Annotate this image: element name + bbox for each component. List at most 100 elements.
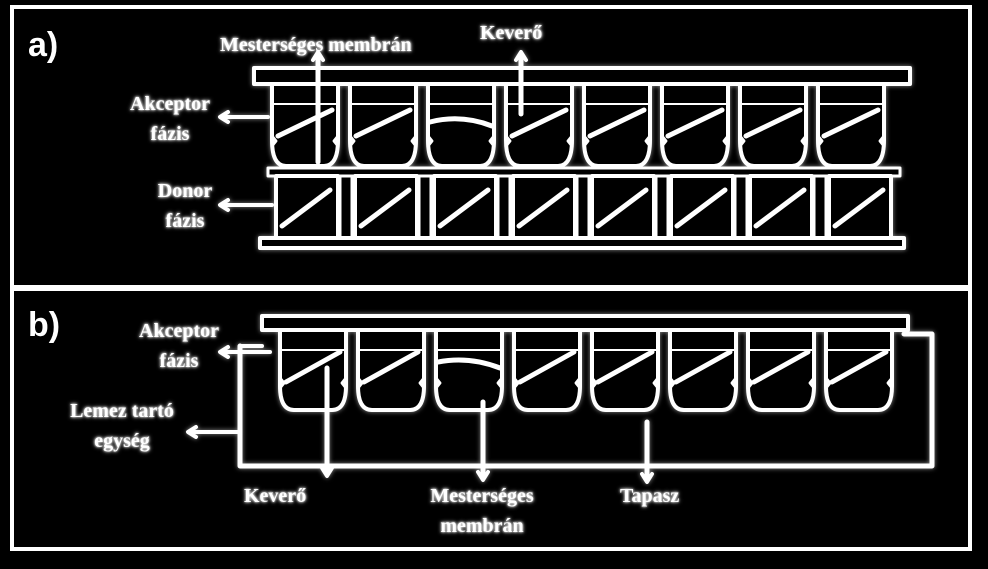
well-notch <box>738 134 746 148</box>
acceptor-plate-lid <box>252 66 912 86</box>
label-stirrer-a: Keverő <box>480 18 542 48</box>
well-notch-b <box>496 376 504 390</box>
acceptor-well-b <box>590 330 660 412</box>
holder-pointer-b-head <box>186 425 198 439</box>
label-acceptor-b: Akceptor fázis <box>128 316 230 376</box>
label-holder-b: Lemez tartó egység <box>52 396 192 456</box>
label-stirrer-a-text: Keverő <box>480 22 543 44</box>
stirrer-bar <box>509 107 569 139</box>
label-acceptor-a: Akceptor fázis <box>120 89 220 149</box>
well-notch <box>566 134 574 148</box>
stirrer-bar-b <box>595 349 655 385</box>
panel-a-label: a) <box>28 26 59 64</box>
label-stirrer-b: Keverő <box>244 481 306 511</box>
donor-stirrer-bar <box>753 187 807 229</box>
well-notch <box>644 134 652 148</box>
well-notch-b <box>434 376 442 390</box>
donor-plate-base <box>258 236 906 250</box>
acceptor-well-b <box>356 330 426 412</box>
stirrer-bar <box>353 107 413 139</box>
panel-b-frame <box>10 287 972 551</box>
label-acceptor-b-line2: fázis <box>159 350 199 372</box>
acceptor-wells <box>270 84 886 168</box>
label-membrane-b-line2: membrán <box>440 515 524 537</box>
well-notch-b <box>808 376 816 390</box>
acceptor-well-b <box>824 330 894 412</box>
stirrer-bar-b <box>751 349 811 385</box>
well-notch <box>426 134 434 148</box>
panel-b-plate <box>186 314 935 484</box>
well-notch <box>816 134 824 148</box>
well-notch <box>582 134 590 148</box>
well-notch <box>332 134 340 148</box>
donor-pointer-a-head <box>218 198 230 212</box>
label-donor-a-line2: fázis <box>165 210 205 232</box>
plate-holder-frame <box>237 331 935 469</box>
stirrer-bar <box>743 107 803 139</box>
label-acceptor-a-line1: Akceptor <box>130 93 210 115</box>
acceptor-well-b <box>434 330 504 412</box>
label-membrane-b: Mesterséges membrán <box>412 481 552 541</box>
panel-b-label: b) <box>28 306 61 344</box>
label-donor-a: Donor fázis <box>135 176 235 236</box>
stirrer-bar <box>587 107 647 139</box>
membrane-pointer-a-head <box>311 50 325 62</box>
donor-well-divider <box>733 174 749 240</box>
acceptor-pointer-a-head <box>218 110 230 124</box>
panel-a-plate <box>218 50 912 250</box>
donor-well-divider <box>417 174 433 240</box>
label-holder-b-line2: egység <box>94 430 150 452</box>
stirrer-bar-b <box>829 349 889 385</box>
stirrer-bar <box>427 116 495 129</box>
stirrer-bar-b <box>517 349 577 385</box>
label-holder-b-line1: Lemez tartó <box>70 400 174 422</box>
well-notch-b <box>418 376 426 390</box>
donor-well-divider <box>575 174 591 240</box>
well-notch-b <box>730 376 738 390</box>
stirrer-bar-b <box>361 349 421 385</box>
well-notch <box>660 134 668 148</box>
stirrer-bar <box>275 107 335 139</box>
acceptor-well <box>504 84 574 168</box>
donor-stirrer-bar <box>674 187 728 229</box>
stirrer-bar <box>665 107 725 139</box>
acceptor-well-b <box>668 330 738 412</box>
donor-well-divider <box>338 174 354 240</box>
acceptor-pointer-b-head <box>218 345 230 359</box>
label-acceptor-a-line2: fázis <box>150 123 190 145</box>
label-patch-b: Tapasz <box>620 481 679 511</box>
label-donor-a-line1: Donor <box>157 180 213 202</box>
stirrer-bar-b <box>673 349 733 385</box>
label-patch-b-text: Tapasz <box>620 485 680 507</box>
acceptor-well-b <box>512 330 582 412</box>
well-notch <box>800 134 808 148</box>
well-notch <box>270 134 278 148</box>
donor-well-divider <box>654 174 670 240</box>
donor-stirrer-bar <box>437 187 491 229</box>
well-notch <box>488 134 496 148</box>
label-membrane-a: Mesterséges membrán <box>220 30 412 60</box>
well-notch <box>878 134 886 148</box>
stirrer-bar <box>821 107 881 139</box>
stirrer-pointer-b-head <box>320 466 334 478</box>
donor-stirrer-bar <box>279 187 333 229</box>
patch-pointer-b-head <box>640 472 654 484</box>
acceptor-well-b <box>746 330 816 412</box>
membrane-pointer-b-head <box>476 470 490 482</box>
acceptor-well <box>582 84 652 168</box>
acceptor-well <box>738 84 808 168</box>
donor-stirrer-bar <box>358 187 412 229</box>
stirrer-bar-b <box>283 349 343 385</box>
well-notch <box>504 134 512 148</box>
acceptor-well <box>348 84 418 168</box>
label-membrane-a-text: Mesterséges membrán <box>220 34 412 56</box>
well-notch <box>348 134 356 148</box>
donor-stirrer-bar <box>832 187 886 229</box>
acceptor-well-b <box>278 330 348 412</box>
donor-well-divider <box>812 174 828 240</box>
donor-stirrer-bar <box>516 187 570 229</box>
well-notch-b <box>340 376 348 390</box>
label-acceptor-b-line1: Akceptor <box>139 320 219 342</box>
